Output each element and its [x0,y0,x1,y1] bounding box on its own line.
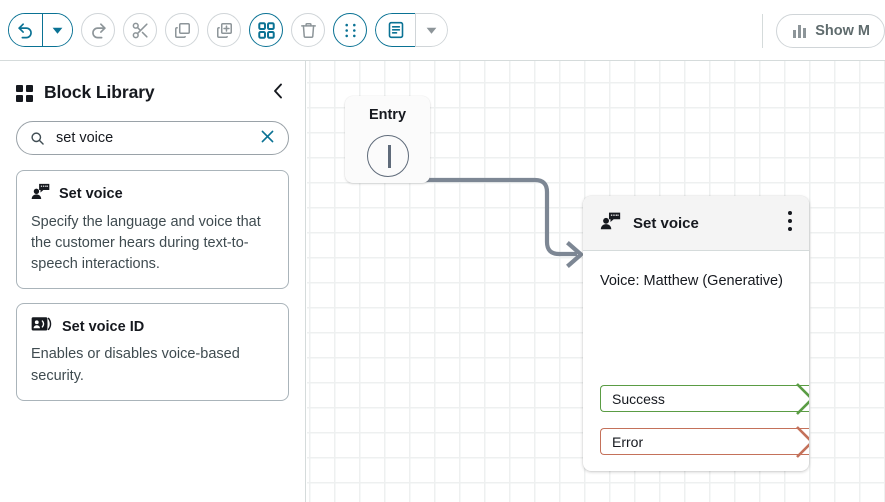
close-icon[interactable] [259,129,276,148]
set-voice-node-header: Set voice [583,196,809,251]
port-error-arrow[interactable] [796,426,809,458]
dots-grid-icon [344,23,356,37]
toolbar: Show M [0,0,885,61]
set-voice-node[interactable]: Set voice Voice: Matthew (Generative) Su… [583,196,809,471]
block-card-title: Set voice [59,186,123,202]
set-voice-node-detail: Voice: Matthew (Generative) [600,273,783,289]
search-icon [30,131,45,146]
block-card-set-voice-id[interactable]: Set voice ID Enables or disables voice-b… [16,303,289,401]
flow-canvas[interactable]: Entry [307,61,885,502]
block-card-header: Set voice ID [31,316,274,337]
port-success-label-box[interactable]: Success [600,385,809,412]
copy-icon [174,22,190,38]
notes-dropdown-button[interactable] [415,13,448,47]
port-error-label: Error [612,433,644,450]
port-success-arrow[interactable] [796,383,809,415]
port-success[interactable]: Success [600,383,809,415]
undo-button[interactable] [9,14,42,46]
block-card-description: Specify the language and voice that the … [31,214,261,273]
flow-start-icon-tick [387,145,391,168]
redo-icon [91,22,106,38]
toolbar-right-group: Show M [761,0,885,61]
show-metrics-label: Show M [815,22,870,39]
block-library-title: Block Library [44,82,155,102]
caret-down-icon [426,27,437,34]
block-card-header: Set voice [31,183,274,205]
trash-icon [300,22,316,38]
set-voice-node-title: Set voice [633,214,699,232]
block-card-set-voice[interactable]: Set voice Specify the language and voice… [16,170,289,290]
caret-down-icon [52,27,63,34]
port-error[interactable]: Error [600,426,809,458]
entry-node-label: Entry [368,107,407,123]
undo-icon [18,22,32,38]
entry-node[interactable]: Entry [345,96,430,183]
port-success-label: Success [612,390,665,407]
arrange-button[interactable] [333,13,367,47]
duplicate-button[interactable] [207,13,241,47]
chevron-left-icon[interactable] [268,80,289,106]
flow-start-icon [367,135,409,177]
id-badge-sound-icon [31,316,53,337]
notes-split-button[interactable] [375,13,448,47]
block-card-title: Set voice ID [62,318,145,335]
search-input[interactable]: set voice [16,121,289,155]
block-results-list: Set voice Specify the language and voice… [16,170,289,401]
grid-squares-icon [16,84,33,102]
set-voice-node-body: Voice: Matthew (Generative) [583,251,809,289]
redo-button[interactable] [81,13,115,47]
bar-chart-icon [792,24,807,38]
group-blocks-button[interactable] [249,13,283,47]
undo-dropdown-button[interactable] [42,14,72,46]
duplicate-icon [216,22,232,38]
cut-button[interactable] [123,13,157,47]
show-metrics-button[interactable]: Show M [775,13,885,48]
toolbar-divider [761,13,763,48]
port-error-label-box[interactable]: Error [600,428,809,455]
person-speech-bubble-icon [600,212,621,235]
search-input-value[interactable]: set voice [56,129,114,146]
scissors-icon [132,22,148,38]
toolbar-button-group [0,13,448,47]
person-speech-bubble-icon [31,183,50,205]
arrowhead-icon [566,241,584,268]
notes-button[interactable] [375,13,415,47]
kebab-menu-icon[interactable] [784,208,796,234]
block-card-description: Enables or disables voice-based security… [31,346,240,384]
node-ports: Success Error [600,383,809,471]
undo-split-button[interactable] [8,13,73,47]
note-icon [388,21,403,39]
grid-squares-icon [257,21,275,39]
copy-button[interactable] [165,13,199,47]
block-library-header: Block Library [0,61,305,109]
delete-button[interactable] [291,13,325,47]
canvas-content: Entry [307,61,885,502]
block-library-panel: Block Library set voice [0,61,306,502]
